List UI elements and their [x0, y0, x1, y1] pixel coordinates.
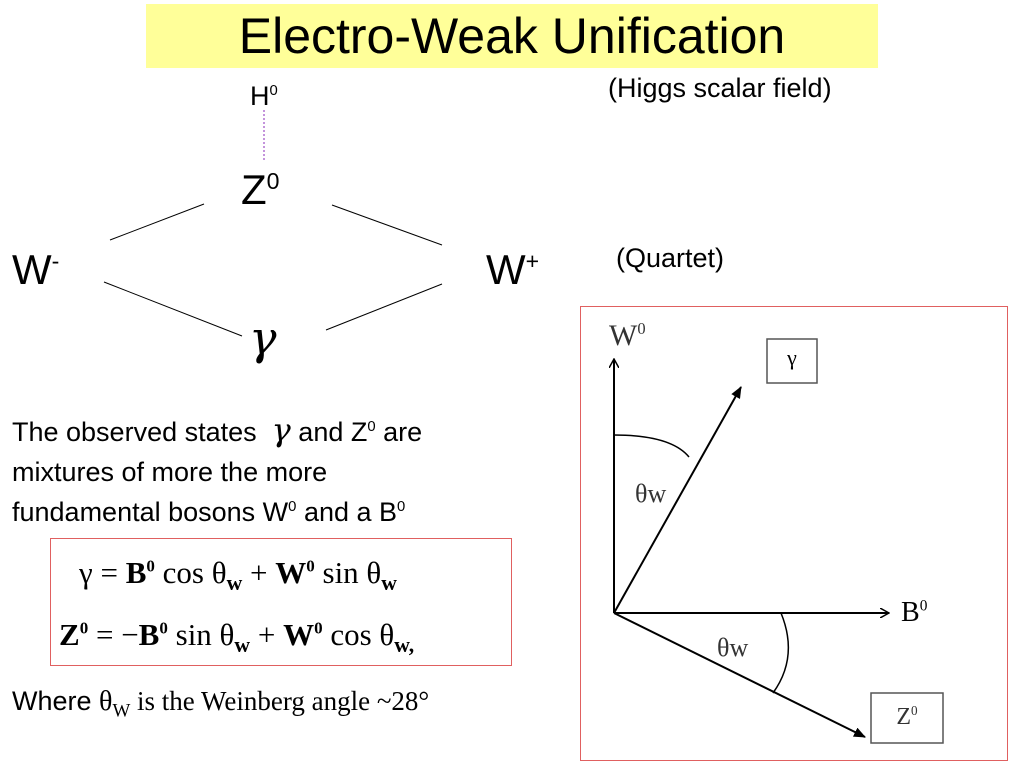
b0-axis-label: B0 — [901, 597, 928, 628]
lower-angle-arc — [772, 612, 790, 694]
gamma-label: γ — [249, 311, 277, 365]
quartet-note: (Quartet) — [616, 243, 725, 273]
w-minus-label: W- — [12, 246, 60, 293]
equation-z0: Z0 = −B0 sin θw + W0 cos θw, — [59, 617, 415, 658]
equations-box: γ = B0 cos θw + W0 sin θw Z0 = −B0 sin θ… — [50, 538, 512, 666]
w-plus-label: W+ — [486, 246, 540, 293]
title-background — [146, 4, 878, 68]
link-z-wplus — [331, 204, 443, 246]
z0-vector — [613, 612, 866, 738]
w0-axis-label: W0 — [609, 319, 646, 352]
gamma-box — [766, 338, 818, 384]
higgs-label: H0 — [250, 81, 278, 111]
z0-box-label: Z0 — [896, 703, 918, 730]
equation-gamma: γ = B0 cos θw + W0 sin θw — [79, 555, 397, 596]
mixing-angle-figure: W0 γ θw B0 θw Z0 — [580, 306, 1008, 761]
upper-angle-arc — [613, 434, 690, 458]
paragraph-line-3: fundamental bosons W0 and a B0 — [12, 497, 406, 527]
weinberg-note: Where θW is the Weinberg angle ~28° — [12, 686, 430, 722]
higgs-note: (Higgs scalar field) — [608, 73, 832, 103]
z0-label: Z0 — [241, 166, 280, 213]
z0-box — [870, 692, 944, 744]
gamma-vector — [613, 386, 742, 614]
theta-w-lower: θw — [717, 633, 749, 662]
link-gamma-wplus — [325, 283, 443, 331]
slide-title: Electro-Weak Unification — [238, 8, 786, 64]
quartet-diagram — [103, 110, 443, 337]
link-wminus-z — [109, 203, 205, 241]
paragraph-line-2: mixtures of more the more — [12, 457, 328, 487]
paragraph-line-1: The observed states γ and Z0 are — [12, 411, 423, 449]
mixing-angle-svg — [581, 338, 944, 744]
gamma-box-label: γ — [787, 345, 797, 370]
theta-w-upper: θw — [635, 479, 667, 508]
link-wminus-gamma — [103, 281, 243, 337]
explanation-paragraph: The observed states γ and Z0 are mixture… — [12, 410, 552, 532]
